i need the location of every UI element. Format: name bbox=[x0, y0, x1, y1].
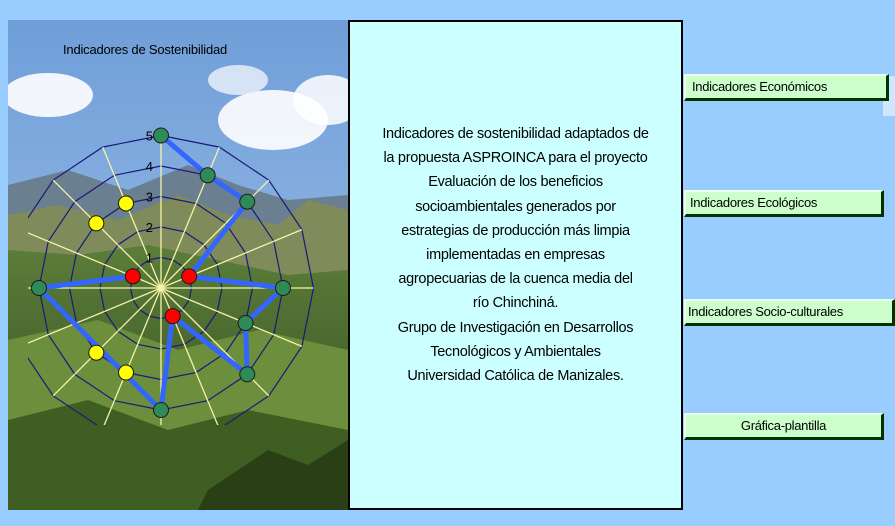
description-line: Grupo de Investigación en Desarrollos bbox=[397, 319, 634, 336]
radar-ring bbox=[28, 134, 315, 425]
scale-label: 2 bbox=[146, 220, 153, 235]
radar-spoke bbox=[160, 287, 303, 347]
ecological-indicators-button[interactable]: Indicadores Ecológicos bbox=[684, 190, 884, 217]
scale-label: 4 bbox=[146, 159, 153, 174]
indicator-point-green bbox=[153, 127, 169, 144]
scale-label: 5 bbox=[146, 129, 153, 144]
description-line: agropecuarias de la cuenca media del bbox=[398, 271, 633, 288]
indicator-point-yellow bbox=[88, 215, 105, 232]
scale-label: 1 bbox=[146, 251, 153, 266]
description-line: la propuesta ASPROINCA para el proyecto bbox=[383, 150, 648, 167]
indicator-point-red bbox=[181, 268, 198, 285]
project-description-box: Indicadores de sostenibilidad adaptados … bbox=[348, 20, 683, 510]
description-line: implementadas en empresas bbox=[426, 247, 605, 264]
description-line: Indicadores de sostenibilidad adaptados … bbox=[382, 126, 649, 142]
indicator-point-yellow bbox=[117, 364, 134, 381]
template-chart-button[interactable]: Gráfica-plantilla bbox=[684, 413, 884, 440]
radar-spoke bbox=[28, 287, 162, 344]
landscape-photo bbox=[8, 20, 348, 510]
description-line: socioambientales generados por bbox=[415, 198, 616, 215]
indicator-point-green bbox=[237, 315, 254, 332]
description-line: Evaluación de los beneficios bbox=[428, 174, 603, 191]
radar-spoke bbox=[103, 287, 162, 425]
radar-spoke bbox=[52, 179, 162, 289]
chart-title: Indicadores de Sostenibilidad bbox=[63, 42, 228, 57]
description-line: río Chinchiná. bbox=[472, 295, 559, 312]
indicator-point-red bbox=[124, 268, 141, 285]
sociocultural-indicators-button[interactable]: Indicadores Socio-culturales bbox=[684, 299, 895, 326]
indicator-point-green bbox=[239, 193, 256, 210]
indicator-point-green bbox=[153, 402, 169, 418]
economic-indicators-button[interactable]: Indicadores Económicos bbox=[684, 74, 889, 101]
indicator-point-green bbox=[199, 167, 216, 184]
scale-label: 3 bbox=[146, 190, 153, 205]
radar-spoke bbox=[52, 287, 162, 397]
indicator-point-yellow bbox=[88, 344, 105, 361]
description-line: Tecnológicos y Ambientales bbox=[430, 343, 601, 360]
description-line: Universidad Católica de Manizales. bbox=[407, 368, 624, 385]
description-line: estrategias de producción más limpia bbox=[401, 222, 630, 239]
landscape-panel: Indicadores de Sostenibilidad 1 2 3 4 5 bbox=[8, 20, 348, 510]
indicator-point-green bbox=[239, 366, 256, 383]
radar-spoke bbox=[102, 146, 162, 289]
indicator-point-green bbox=[31, 280, 47, 296]
indicator-point-green bbox=[275, 280, 291, 296]
indicator-point-yellow bbox=[117, 195, 134, 212]
sustainability-radar-chart: 1 2 3 4 5 bbox=[28, 127, 315, 425]
project-description: Indicadores de sostenibilidad adaptados … bbox=[350, 122, 681, 388]
indicator-point-red bbox=[164, 308, 181, 325]
